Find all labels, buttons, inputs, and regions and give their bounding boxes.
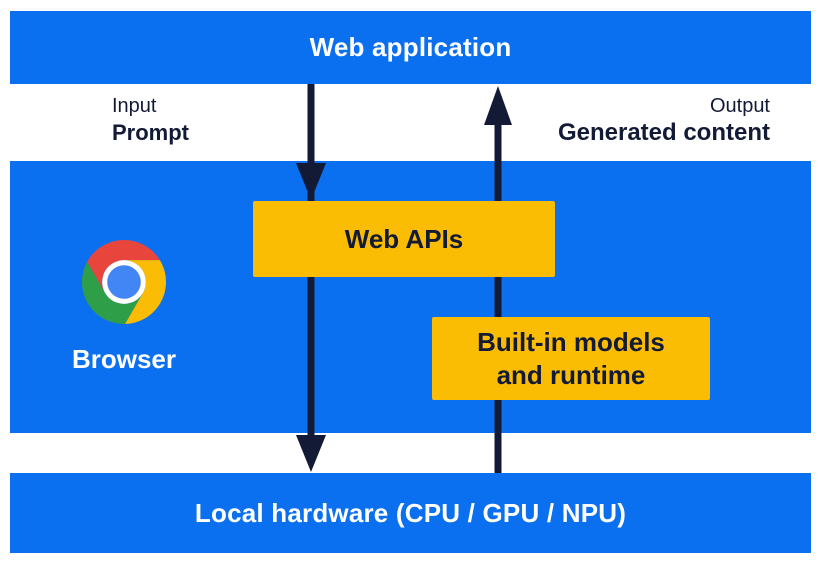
local-hardware-bar: Local hardware (CPU / GPU / NPU): [10, 473, 811, 553]
output-value: Generated content: [557, 119, 770, 146]
web-application-label: Web application: [309, 32, 512, 62]
builtin-models-box: Built-in models and runtime: [432, 317, 710, 400]
output-label-group: Output Generated content: [558, 93, 770, 147]
input-value: Prompt: [112, 120, 189, 145]
builtin-models-label-line2: and runtime: [496, 359, 646, 390]
output-title: Output: [709, 95, 770, 117]
web-apis-box: Web APIs: [253, 201, 555, 277]
builtin-models-label-line1: Built-in models: [477, 326, 665, 357]
browser-label: Browser: [71, 344, 177, 374]
web-apis-label: Web APIs: [344, 223, 464, 254]
input-label-group: Input Prompt: [112, 93, 189, 147]
local-hardware-label: Local hardware (CPU / GPU / NPU): [194, 497, 627, 528]
input-title: Input: [112, 95, 157, 117]
chrome-icon: [82, 240, 166, 324]
web-application-bar: Web application: [10, 11, 811, 84]
